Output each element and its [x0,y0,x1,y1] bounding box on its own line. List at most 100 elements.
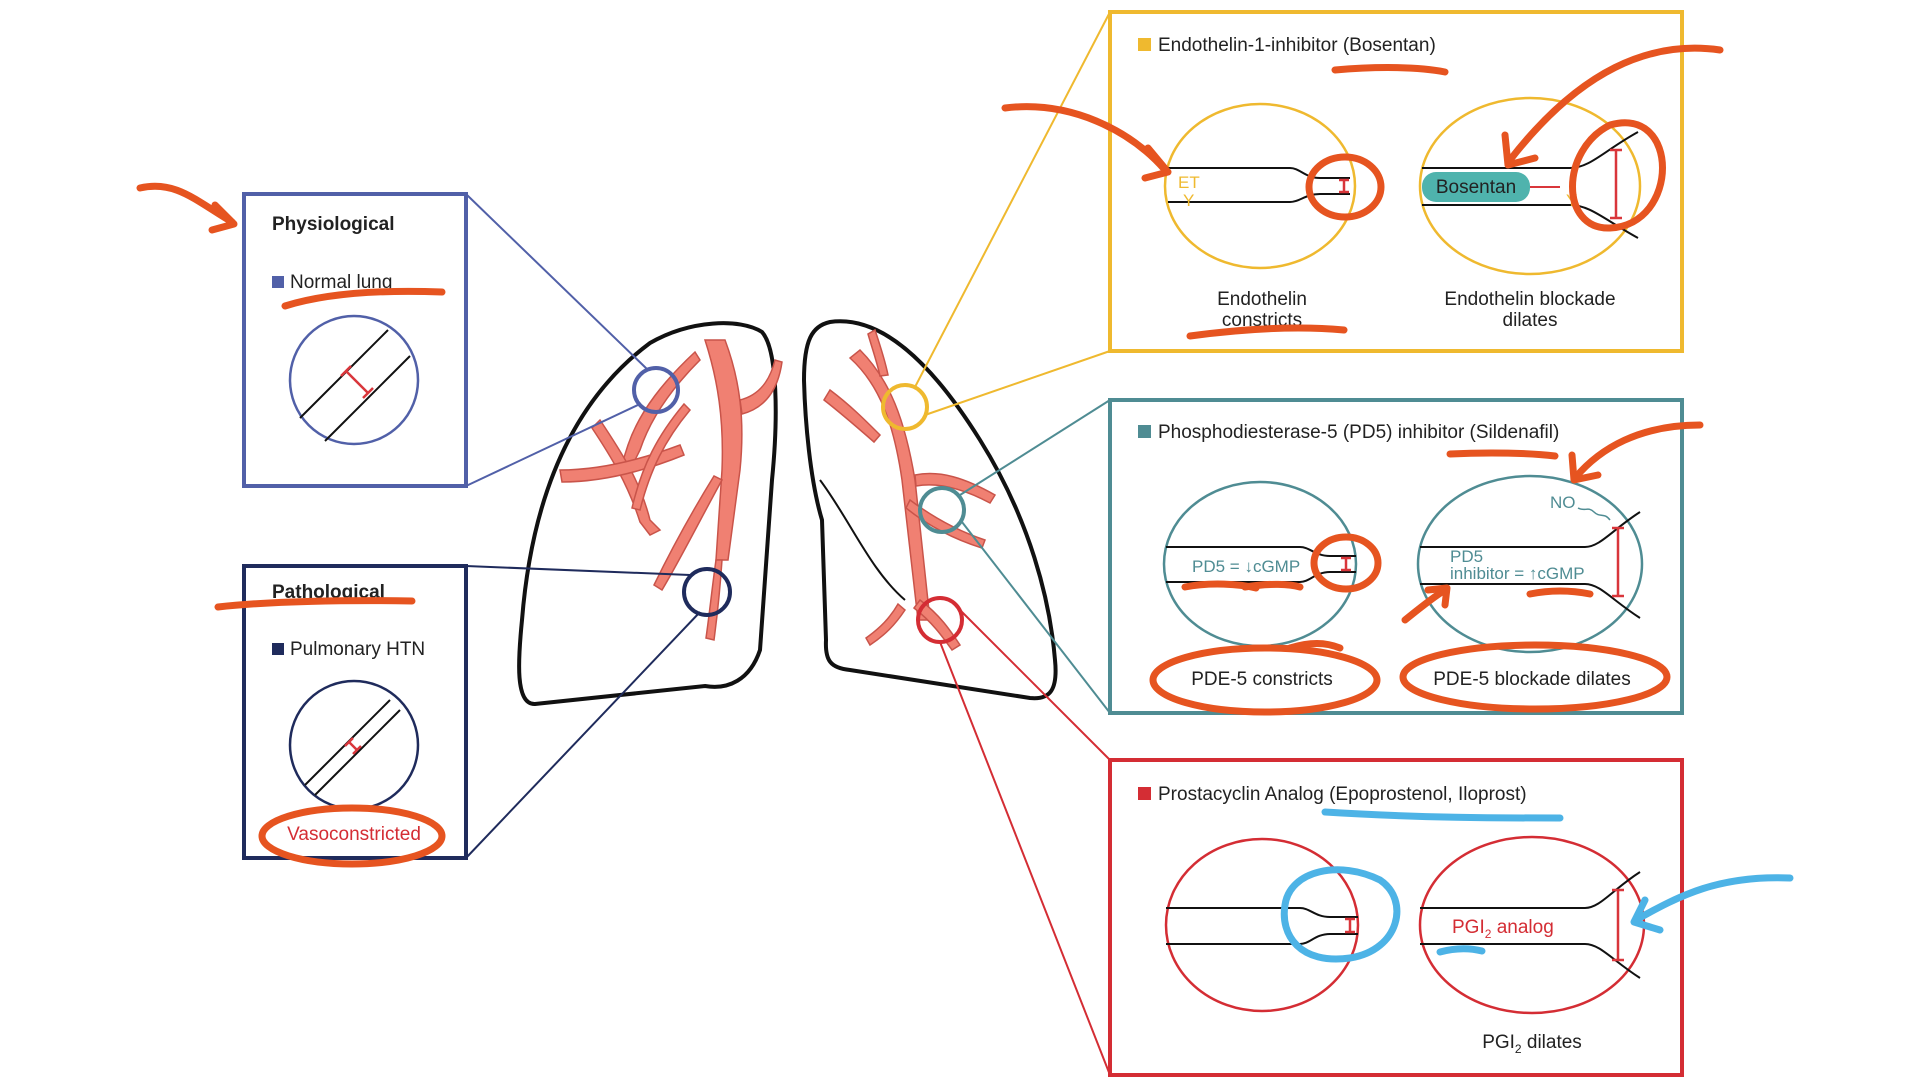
prostacyclin-panel: Prostacyclin Analog (Epoprostenol, Ilopr… [1108,758,1684,1077]
endothelin-legend-swatch [1138,38,1151,51]
endothelin-dilated-measure [1610,148,1622,220]
annotation-loop-dilated [1569,119,1666,232]
prostacyclin-title: Prostacyclin Analog (Epoprostenol, Ilopr… [1158,784,1527,805]
annotation-loop-prostacyclin-constriction [1280,866,1401,963]
handwritten-annotations [136,44,1724,868]
no-label: NO [1550,493,1576,512]
dilated-vessel-bottom-wall [1422,204,1639,239]
prostacyclin-dilated-measure [1612,888,1624,962]
pulmonary-htn-legend: Pulmonary HTN [290,639,425,660]
annotation-underline-cgmp-left [1241,580,1304,591]
annotation-circle-pde5-blockade [1399,641,1671,713]
pde5-legend-swatch [1138,425,1151,438]
annotation-underline-constricts [1186,324,1348,340]
pde5-dilated-top-wall [1420,511,1641,548]
endothelin-constricted-measure [1339,178,1349,194]
pde5-left-formula: PD5 = ↓cGMP [1192,557,1300,576]
handwritten-annotations-blue [1280,808,1794,963]
annotation-arrow-bosentan [1506,44,1724,164]
normal-lumen-measure [340,365,374,399]
prostacyclin-constricted-bottom-wall [1166,933,1358,945]
annotation-arrowhead-sildenafil [1568,451,1602,484]
normal-vessel-circle [288,314,420,446]
pde5-right-caption: PDE-5 blockade dilates [1433,669,1631,690]
annotation-circle-vasoconstricted [258,804,446,868]
endothelin-right-caption-2: dilates [1503,310,1558,331]
bosentan-label: Bosentan [1436,177,1516,198]
pde5-blockade-ellipse [1416,474,1644,654]
annotation-arrowhead-bosentan [1501,131,1539,169]
pde5-right-formula-line1: PD5 [1450,547,1483,566]
annotation-underline-prostacyclin-drugs [1321,808,1564,822]
right-image-lung-outline [801,319,1058,701]
pde5-panel: Phosphodiesterase-5 (PD5) inhibitor (Sil… [1108,398,1684,715]
pde5-zoom-circle [918,486,966,534]
normal-lung-legend-swatch [272,276,284,288]
constricted-vessel-top-wall [1168,167,1350,179]
pde5-left-caption: PDE-5 constricts [1191,669,1332,690]
prostacyclin-legend-swatch [1138,787,1151,800]
constricted-vessel-bottom-wall [1168,193,1350,203]
normal-vessel-wall-bottom [324,355,411,442]
dilated-vessel-top-wall [1422,131,1639,169]
annotation-circle-constriction [1305,153,1385,221]
zoom-connector-lines [465,11,1111,1076]
physiological-heading: Physiological [272,214,394,235]
et-receptor-symbol: Y [1183,191,1194,210]
normal-lung-legend: Normal lung [290,272,392,293]
annotation-underline-normal-lung [281,287,446,310]
annotation-arrowhead-et [1141,144,1172,182]
endothelin-constricts-ellipse [1163,102,1357,270]
annotation-underline-pathological [214,597,416,611]
annotation-arrowhead-physiological [208,201,238,234]
annotation-arrow-sildenafil [1571,421,1704,482]
endothelin-title: Endothelin-1-inhibitor (Bosentan) [1158,35,1436,56]
annotation-arrow-pgi2 [1632,874,1794,924]
lungs-illustration [465,11,1111,1076]
physiological-zoom-circle [632,366,680,414]
pathological-panel: Pathological Pulmonary HTN Vasoconstrict… [242,564,468,860]
physiological-panel: Physiological Normal lung [242,192,468,488]
pde5-constricted-bottom-wall [1166,571,1356,583]
prostacyclin-dilated-bottom-wall [1420,943,1641,979]
annotation-mark-pde5-left [1286,640,1344,652]
endothelin-zoom-circle [881,383,929,431]
pgi2-analog-label: PGI2 analog [1452,917,1554,941]
pathological-zoom-circle [682,567,732,617]
annotation-arrowhead-pd5-inhibitor [1424,584,1451,609]
annotation-underline-bosentan [1331,64,1449,76]
pde5-constricted-measure [1341,556,1351,572]
constricted-vessel-wall-bottom [314,709,401,796]
constricted-vessel-circle [288,679,420,811]
annotation-underline-sildenafil [1446,449,1559,460]
bosentan-pill [1422,172,1530,202]
endothelin-blockade-ellipse [1418,96,1642,276]
prostacyclin-constricted-measure [1345,917,1355,934]
annotation-underline-cgmp-right [1526,587,1594,598]
annotation-underline-pgi2 [1436,945,1486,956]
annotation-arrow-et [1001,103,1169,174]
et-receptor-label: ET [1178,173,1200,192]
constricted-lumen-measure [344,737,362,755]
vasoconstricted-note: Vasoconstricted [287,824,421,845]
prostacyclin-dilated-top-wall [1420,871,1641,909]
annotation-circle-pde5-constriction [1310,533,1382,593]
pde5-dilated-measure [1612,526,1624,598]
pde5-constricted-top-wall [1166,546,1356,557]
pde5-right-formula-line2: inhibitor = ↑cGMP [1450,564,1585,583]
endothelin-right-caption-1: Endothelin blockade [1444,289,1615,310]
vessel-tree-left [559,339,783,641]
pgi2-dilates-caption: PGI2 dilates [1482,1032,1582,1056]
pde5-dilated-bottom-wall [1420,583,1641,619]
prostacyclin-constricts-ellipse [1164,837,1360,1013]
endothelin-panel: Endothelin-1-inhibitor (Bosentan) ET Y E… [1108,10,1684,353]
lung-fissure [819,479,906,601]
prostacyclin-constricted-top-wall [1166,907,1358,918]
annotation-circle-pde5-constricts [1149,644,1381,716]
annotation-arrowhead-pgi2 [1630,896,1664,934]
no-diffusion-squiggle [1577,507,1611,521]
pulmonary-htn-legend-swatch [272,643,284,655]
pde5-title: Phosphodiesterase-5 (PD5) inhibitor (Sil… [1158,422,1559,443]
endothelin-left-caption-1: Endothelin [1217,289,1307,310]
